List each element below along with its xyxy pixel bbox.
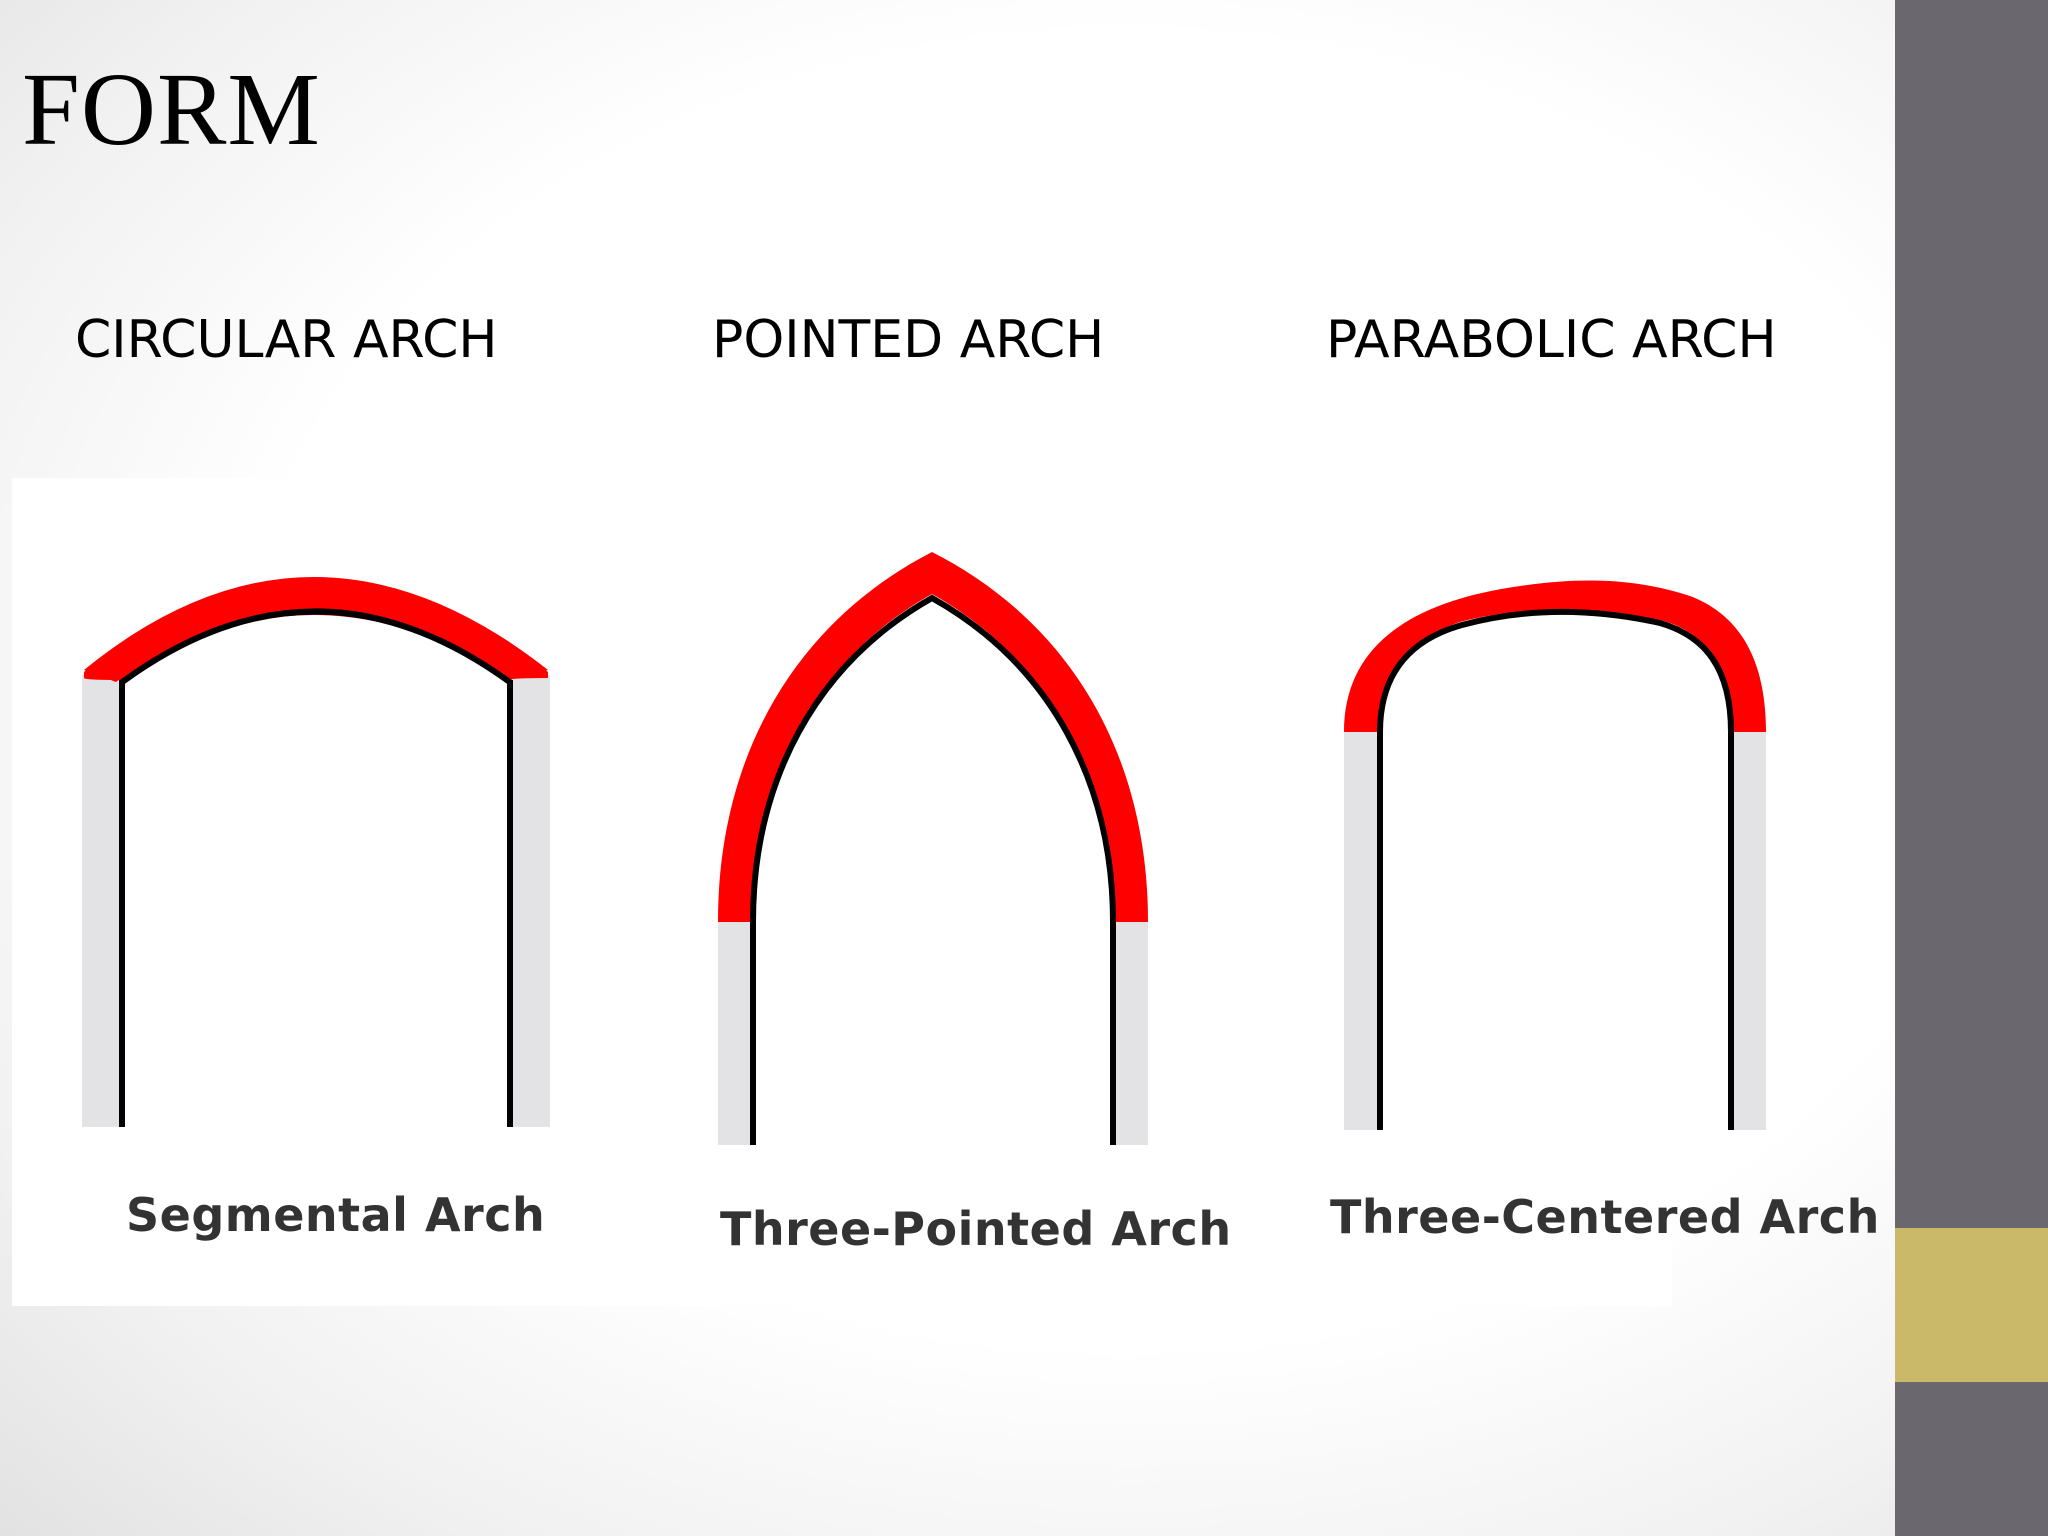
three-centered-arch-right-pier [1728,728,1766,1130]
segmental-arch-intrados [119,608,513,686]
accent-block [1895,1228,2048,1382]
three-centered-arch-intrados [1377,609,1734,733]
segmental-arch-right-pier [507,675,550,1127]
three-pointed-arch-right-pier [1110,918,1148,1145]
slide-title: FORM [22,52,321,167]
heading-parabolic-arch: PARABOLIC ARCH [1326,310,1777,370]
three-centered-arch-left-pier [1344,728,1383,1130]
caption-segmental-arch: Segmental Arch [126,1188,546,1242]
three-pointed-arch-left-pier [718,918,756,1145]
three-pointed-arch-ring [718,552,1148,922]
heading-circular-arch: CIRCULAR ARCH [75,310,498,370]
caption-three-centered-arch: Three-Centered Arch [1330,1190,1880,1244]
segmental-arch-left-pier [82,675,125,1127]
three-pointed-arch-intrados [750,594,1116,923]
heading-pointed-arch: POINTED ARCH [712,310,1105,370]
three-centered-arch-ring [1344,580,1766,732]
caption-three-pointed-arch: Three-Pointed Arch [720,1202,1232,1256]
